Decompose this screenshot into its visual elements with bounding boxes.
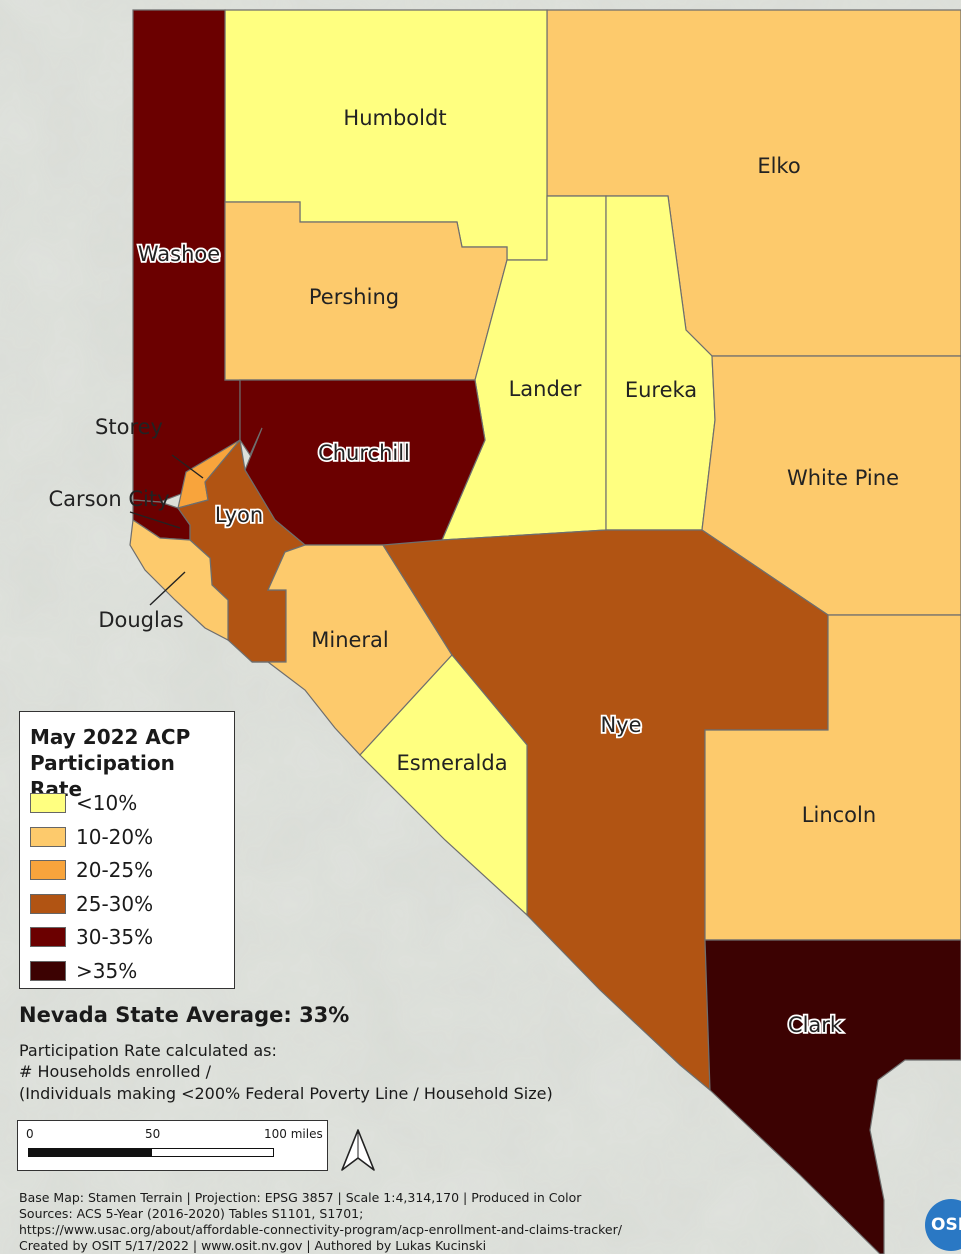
north-arrow-icon bbox=[341, 1129, 375, 1171]
county-esmeralda[interactable] bbox=[359, 654, 528, 917]
legend-label-25-30: 25-30% bbox=[76, 892, 154, 916]
label-carson-city: Carson City bbox=[48, 487, 169, 511]
label-churchill: Churchill bbox=[318, 441, 410, 465]
legend-swatch-10-20 bbox=[30, 827, 66, 847]
calculation-line2: # Households enrolled / bbox=[19, 1062, 211, 1081]
footer-url-line[interactable]: https://www.usac.org/about/affordable-co… bbox=[19, 1222, 622, 1237]
scale-tick-100: 100 miles bbox=[264, 1127, 323, 1141]
scale-track bbox=[28, 1148, 274, 1157]
calculation-line3: (Individuals making <200% Federal Povert… bbox=[19, 1084, 553, 1103]
label-elko: Elko bbox=[757, 154, 800, 178]
legend-label-gt35: >35% bbox=[76, 959, 138, 983]
legend-item-20-25: 20-25% bbox=[30, 858, 230, 882]
label-pershing: Pershing bbox=[309, 285, 399, 309]
legend: May 2022 ACP Participation Rate <10% 10-… bbox=[19, 711, 235, 989]
label-eureka: Eureka bbox=[625, 378, 697, 402]
label-lincoln: Lincoln bbox=[802, 803, 876, 827]
legend-item-25-30: 25-30% bbox=[30, 892, 230, 916]
calculation-line1: Participation Rate calculated as: bbox=[19, 1041, 277, 1060]
legend-swatch-25-30 bbox=[30, 894, 66, 914]
legend-label-20-25: 20-25% bbox=[76, 858, 154, 882]
legend-item-10-20: 10-20% bbox=[30, 825, 230, 849]
legend-title: May 2022 ACP Participation Rate bbox=[30, 724, 230, 802]
state-average: Nevada State Average: 33% bbox=[19, 1003, 350, 1027]
county-douglas[interactable] bbox=[129, 518, 229, 641]
scale-bar: 0 50 100 miles bbox=[17, 1120, 328, 1171]
footer: Base Map: Stamen Terrain | Projection: E… bbox=[0, 1184, 961, 1254]
label-lander: Lander bbox=[509, 377, 582, 401]
footer-sources-line: Sources: ACS 5-Year (2016-2020) Tables S… bbox=[19, 1206, 364, 1221]
legend-item-lt10: <10% bbox=[30, 791, 230, 815]
scale-fill bbox=[29, 1149, 152, 1156]
douglas-leader-line bbox=[149, 571, 186, 606]
legend-item-30-35: 30-35% bbox=[30, 925, 230, 949]
legend-swatch-20-25 bbox=[30, 860, 66, 880]
legend-label-30-35: 30-35% bbox=[76, 925, 154, 949]
label-lyon: Lyon bbox=[215, 503, 263, 527]
county-pershing[interactable] bbox=[224, 201, 508, 381]
label-humboldt: Humboldt bbox=[343, 106, 446, 130]
label-mineral: Mineral bbox=[311, 628, 389, 652]
footer-credit-line: Created by OSIT 5/17/2022 | www.osit.nv.… bbox=[19, 1238, 487, 1253]
scale-tick-0: 0 bbox=[26, 1127, 34, 1141]
label-washoe: Washoe bbox=[138, 242, 220, 266]
label-esmeralda: Esmeralda bbox=[396, 751, 507, 775]
legend-title-line1: May 2022 ACP bbox=[30, 725, 191, 749]
label-clark: Clark bbox=[788, 1013, 843, 1037]
legend-swatch-gt35 bbox=[30, 961, 66, 981]
label-white-pine: White Pine bbox=[787, 466, 899, 490]
label-douglas: Douglas bbox=[98, 608, 183, 632]
scale-tick-50: 50 bbox=[145, 1127, 161, 1141]
legend-label-lt10: <10% bbox=[76, 791, 138, 815]
county-clark[interactable] bbox=[704, 939, 961, 1254]
osit-logo: OSIT bbox=[925, 1199, 961, 1251]
storey-leader-line bbox=[171, 454, 204, 479]
legend-swatch-lt10 bbox=[30, 793, 66, 813]
carson-city-leader-line bbox=[129, 511, 181, 529]
footer-basemap-line: Base Map: Stamen Terrain | Projection: E… bbox=[19, 1190, 582, 1205]
legend-swatch-30-35 bbox=[30, 927, 66, 947]
label-storey: Storey bbox=[95, 415, 163, 439]
legend-label-10-20: 10-20% bbox=[76, 825, 154, 849]
legend-item-gt35: >35% bbox=[30, 959, 230, 983]
label-nye: Nye bbox=[600, 713, 641, 737]
